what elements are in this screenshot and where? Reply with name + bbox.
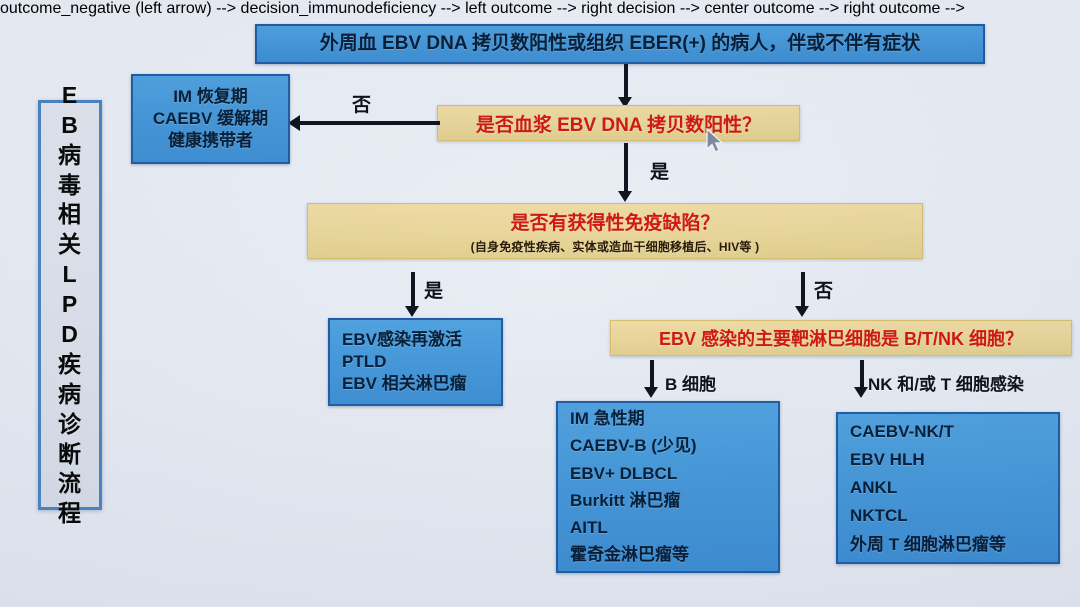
edge-entry-to-plasma	[624, 64, 628, 100]
edge-label-target-b: B 细胞	[665, 375, 716, 394]
edge-label-immuno-yes: 是	[424, 281, 444, 302]
node-outcome-nk-t-cell-line-3: ANKL	[850, 478, 898, 498]
node-outcome-b-cell: IM 急性期 CAEBV-B (少见) EBV+ DLBCL Burkitt 淋…	[556, 401, 780, 573]
node-decision-immunodeficiency-subtext: (自身免疫性疾病、实体或造血干细胞移植后、HIV等 )	[470, 239, 760, 254]
edge-plasma-yes	[624, 143, 628, 195]
node-outcome-b-cell-line-1: IM 急性期	[570, 409, 645, 429]
edge-immuno-yes-arrowhead	[405, 306, 419, 317]
node-outcome-negative-line-1: IM 恢复期	[173, 87, 248, 107]
edge-target-nkt-arrowhead	[854, 387, 868, 398]
edge-immuno-no-arrowhead	[795, 306, 809, 317]
edge-plasma-yes-arrowhead	[618, 191, 632, 202]
node-outcome-immunodeficient: EBV感染再激活 PTLD EBV 相关淋巴瘤	[328, 318, 503, 406]
node-outcome-negative-line-2: CAEBV 缓解期	[152, 109, 269, 129]
edge-label-target-nkt: NK 和/或 T 细胞感染	[868, 375, 1024, 394]
node-outcome-nk-t-cell: CAEBV-NK/T EBV HLH ANKL NKTCL 外周 T 细胞淋巴瘤…	[836, 412, 1060, 564]
node-outcome-b-cell-line-5: AITL	[570, 517, 608, 537]
node-decision-plasma-text: 是否血浆 EBV DNA 拷贝数阳性？	[475, 114, 762, 136]
edge-label-plasma-no: 否	[352, 95, 372, 116]
edge-label-immuno-no: 否	[814, 281, 834, 302]
node-outcome-immunodeficient-line-3: EBV 相关淋巴瘤	[342, 373, 467, 393]
node-outcome-b-cell-line-2: CAEBV-B (少见)	[570, 436, 697, 456]
edge-target-b-arrowhead	[644, 387, 658, 398]
node-outcome-immunodeficient-line-1: EBV感染再激活	[342, 330, 462, 350]
edge-target-b	[650, 360, 654, 390]
node-decision-immunodeficiency-text: 是否有获得性免疫缺陷？	[510, 212, 720, 234]
node-outcome-nk-t-cell-line-1: CAEBV-NK/T	[850, 421, 954, 441]
node-outcome-nk-t-cell-line-2: EBV HLH	[850, 449, 925, 469]
node-entry-text: 外周血 EBV DNA 拷贝数阳性或组织 EBER(+) 的病人，伴或不伴有症状	[319, 32, 921, 54]
page-title: EB 病毒相关 LPD 疾病诊断流程	[58, 81, 82, 527]
node-outcome-immunodeficient-line-2: PTLD	[342, 352, 387, 372]
node-entry: 外周血 EBV DNA 拷贝数阳性或组织 EBER(+) 的病人，伴或不伴有症状	[255, 24, 985, 64]
edge-immuno-no	[801, 272, 805, 310]
node-outcome-negative: IM 恢复期 CAEBV 缓解期 健康携带者	[131, 74, 290, 164]
node-outcome-nk-t-cell-line-5: 外周 T 细胞淋巴瘤等	[850, 534, 1006, 554]
edge-entry-to-plasma-arrowhead	[618, 97, 632, 108]
edge-plasma-no-arrowhead	[288, 115, 300, 131]
node-outcome-b-cell-line-3: EBV+ DLBCL	[570, 463, 678, 483]
node-outcome-negative-line-3: 健康携带者	[168, 130, 253, 150]
node-outcome-nk-t-cell-line-4: NKTCL	[850, 506, 908, 526]
slide-title-panel: EB 病毒相关 LPD 疾病诊断流程	[38, 82, 102, 526]
node-outcome-b-cell-line-4: Burkitt 淋巴瘤	[570, 490, 681, 510]
edge-target-nkt	[860, 360, 864, 390]
node-decision-plasma: 是否血浆 EBV DNA 拷贝数阳性？	[437, 105, 800, 141]
edge-immuno-yes	[411, 272, 415, 310]
node-decision-target-cell-text: EBV 感染的主要靶淋巴细胞是 B/T/NK 细胞？	[658, 329, 1023, 349]
node-decision-target-cell: EBV 感染的主要靶淋巴细胞是 B/T/NK 细胞？	[610, 320, 1072, 356]
edge-plasma-no	[300, 121, 440, 125]
node-decision-immunodeficiency: 是否有获得性免疫缺陷？ (自身免疫性疾病、实体或造血干细胞移植后、HIV等 )	[307, 203, 923, 259]
edge-label-plasma-yes: 是	[650, 162, 670, 183]
node-outcome-b-cell-line-6: 霍奇金淋巴瘤等	[570, 544, 689, 564]
